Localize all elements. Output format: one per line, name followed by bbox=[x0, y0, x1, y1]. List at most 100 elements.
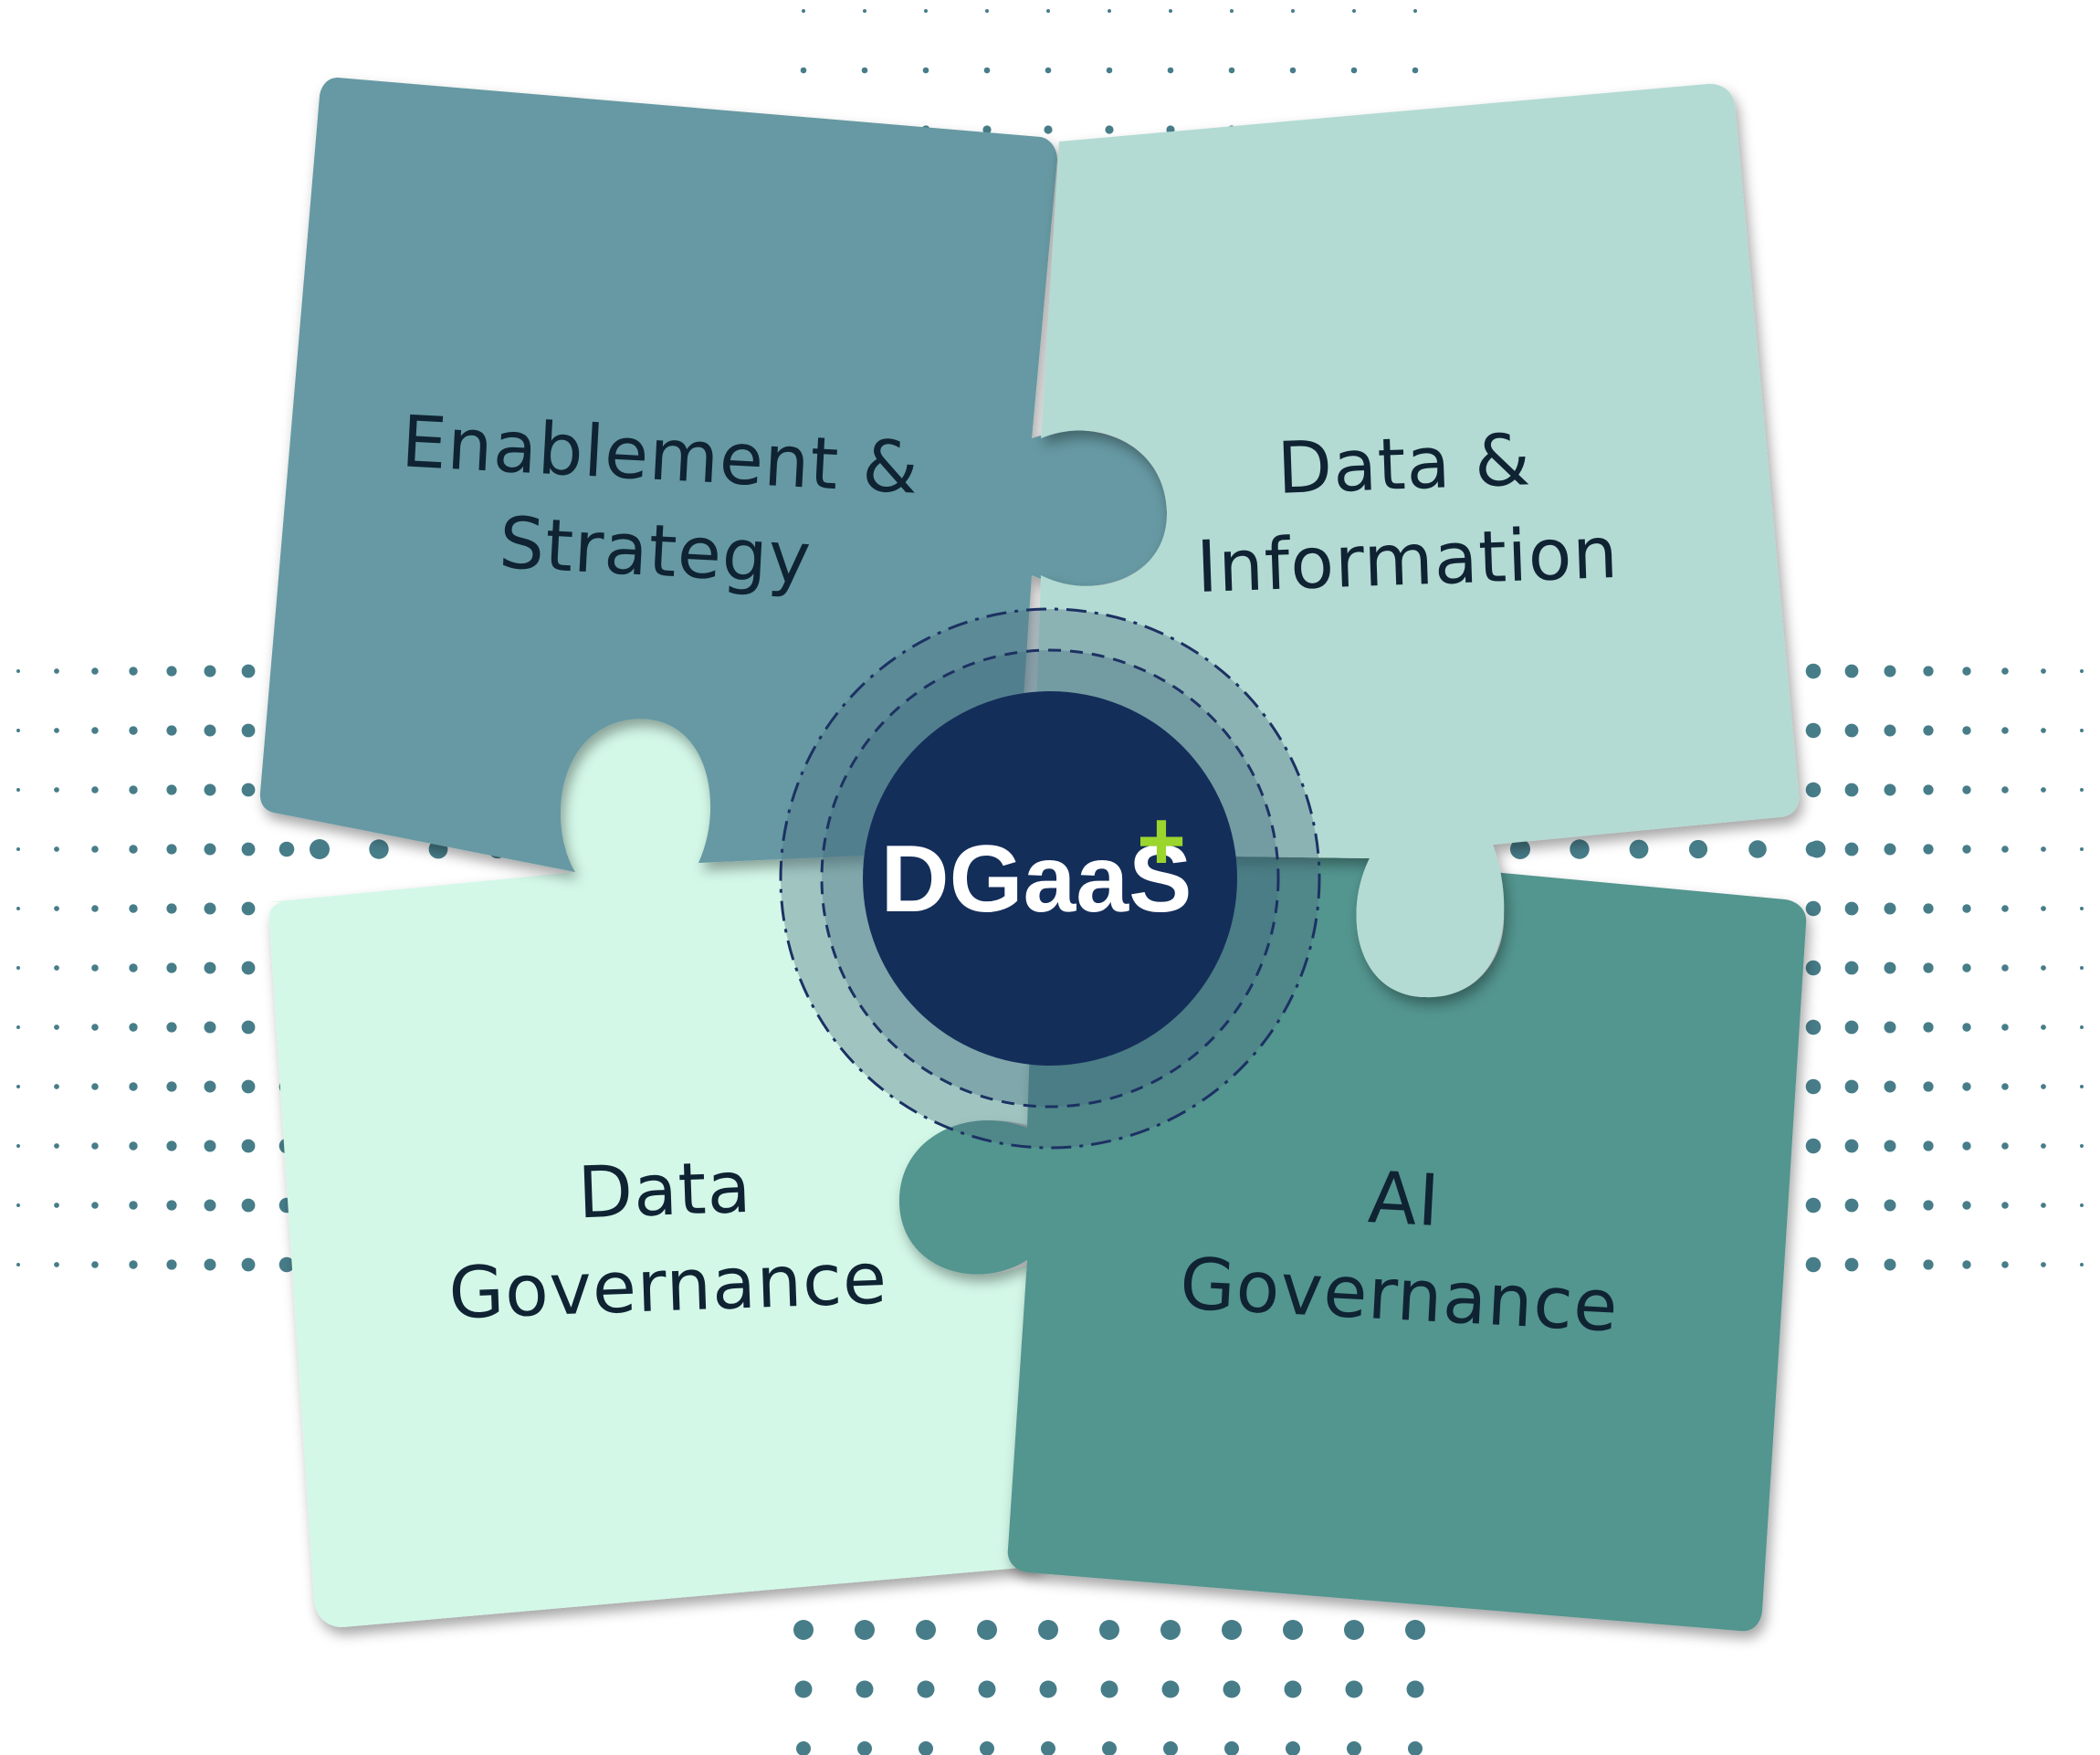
decorative-dot bbox=[793, 1620, 814, 1640]
decorative-dot bbox=[1805, 960, 1822, 976]
decorative-dot bbox=[310, 839, 330, 859]
decorative-dot bbox=[2080, 1203, 2084, 1207]
decorative-dot bbox=[166, 666, 177, 677]
decorative-dot bbox=[129, 904, 138, 913]
decorative-dot bbox=[2080, 907, 2084, 910]
decorative-dot bbox=[54, 846, 59, 852]
decorative-dot bbox=[129, 1141, 138, 1151]
decorative-dot bbox=[1228, 67, 1235, 74]
decorative-dot bbox=[916, 1620, 936, 1640]
decorative-dot bbox=[1161, 1680, 1180, 1698]
decorative-dot bbox=[54, 1143, 59, 1149]
decorative-dot bbox=[1962, 726, 1971, 735]
decorative-dot bbox=[204, 1080, 216, 1093]
decorative-dot bbox=[1884, 724, 1896, 737]
decorative-dot bbox=[922, 67, 929, 74]
decorative-dot bbox=[91, 1202, 99, 1209]
decorative-dot bbox=[1962, 667, 1971, 676]
decorative-dot bbox=[977, 1620, 997, 1640]
decorative-dot bbox=[1408, 1741, 1423, 1755]
decorative-dot bbox=[1844, 723, 1859, 738]
decorative-dot bbox=[129, 963, 138, 972]
decorative-dot bbox=[1352, 9, 1356, 13]
decorative-dot bbox=[982, 125, 992, 134]
decorative-dot bbox=[855, 1620, 875, 1640]
decorative-dot bbox=[241, 1020, 256, 1035]
decorative-dot bbox=[1844, 901, 1859, 916]
decorative-dot bbox=[1345, 1680, 1363, 1698]
decorative-dot bbox=[1629, 839, 1649, 859]
decorative-dot bbox=[16, 1025, 20, 1029]
dot-pattern-background bbox=[16, 9, 2084, 1755]
decorative-dot bbox=[2001, 1261, 2009, 1268]
decorative-dot bbox=[2080, 1085, 2084, 1088]
decorative-dot bbox=[241, 664, 256, 678]
decorative-dot bbox=[1291, 9, 1295, 13]
decorative-dot bbox=[1230, 9, 1234, 13]
decorative-dot bbox=[2080, 966, 2084, 970]
decorative-dot bbox=[2001, 1142, 2009, 1150]
decorative-dot bbox=[857, 1741, 872, 1755]
decorative-dot bbox=[2080, 729, 2084, 732]
decorative-dot bbox=[1923, 903, 1934, 914]
decorative-dot bbox=[369, 839, 389, 859]
decorative-dot bbox=[1413, 9, 1417, 13]
decorative-dot bbox=[204, 724, 216, 737]
decorative-dot bbox=[1884, 962, 1896, 974]
decorative-dot bbox=[129, 1201, 138, 1210]
decorative-dot bbox=[54, 668, 59, 674]
decorative-dot bbox=[1962, 1023, 1971, 1032]
decorative-dot bbox=[129, 1260, 138, 1269]
decorative-dot bbox=[1923, 1140, 1934, 1151]
decorative-dot bbox=[204, 902, 216, 915]
decorative-dot bbox=[1844, 1257, 1859, 1272]
decorative-dot bbox=[241, 961, 256, 975]
decorative-dot bbox=[1923, 844, 1934, 855]
decorative-dot bbox=[1102, 1741, 1117, 1755]
decorative-dot bbox=[1844, 783, 1859, 797]
decorative-dot bbox=[54, 1262, 59, 1267]
decorative-dot bbox=[91, 786, 99, 793]
decorative-dot bbox=[1105, 125, 1114, 134]
decorative-dot bbox=[129, 845, 138, 854]
decorative-dot bbox=[241, 1257, 256, 1272]
decorative-dot bbox=[1923, 1259, 1934, 1270]
decorative-dot bbox=[1350, 67, 1358, 74]
decorative-dot bbox=[204, 783, 216, 796]
decorative-dot bbox=[2041, 1143, 2046, 1149]
decorative-dot bbox=[1884, 665, 1896, 678]
decorative-dot bbox=[1805, 1078, 1822, 1095]
decorative-dot bbox=[1962, 1260, 1971, 1269]
decorative-dot bbox=[1884, 1080, 1896, 1093]
decorative-dot bbox=[1045, 67, 1052, 74]
decorative-dot bbox=[2041, 1262, 2046, 1267]
puzzle-piece-enablement-strategy bbox=[259, 78, 1168, 872]
decorative-dot bbox=[129, 1082, 138, 1091]
decorative-dot bbox=[241, 1198, 256, 1213]
label-data-governance: Data Governance bbox=[447, 1147, 888, 1336]
decorative-dot bbox=[1962, 785, 1971, 794]
decorative-dot bbox=[16, 1085, 20, 1088]
decorative-dot bbox=[1923, 1200, 1934, 1211]
decorative-dot bbox=[2041, 1203, 2046, 1208]
decorative-dot bbox=[1805, 1138, 1822, 1154]
decorative-dot bbox=[1688, 839, 1708, 859]
decorative-dot bbox=[204, 665, 216, 678]
decorative-dot bbox=[1844, 1079, 1859, 1094]
decorative-dot bbox=[129, 667, 138, 676]
decorative-dot bbox=[2041, 1025, 2046, 1030]
decorative-dot bbox=[1884, 843, 1896, 856]
decorative-dot bbox=[1962, 904, 1971, 913]
decorative-dot bbox=[1884, 783, 1896, 796]
decorative-dot bbox=[1510, 839, 1530, 859]
decorative-dot bbox=[1805, 900, 1822, 917]
decorative-dot bbox=[924, 9, 928, 13]
label-enablement-strategy-line2: Strategy bbox=[497, 502, 813, 601]
decorative-dot bbox=[166, 1140, 177, 1151]
decorative-dot bbox=[2041, 787, 2046, 793]
decorative-dot bbox=[54, 1203, 59, 1208]
decorative-dot bbox=[1347, 1741, 1361, 1755]
decorative-dot bbox=[1884, 1021, 1896, 1034]
decorative-dot bbox=[1106, 67, 1113, 74]
